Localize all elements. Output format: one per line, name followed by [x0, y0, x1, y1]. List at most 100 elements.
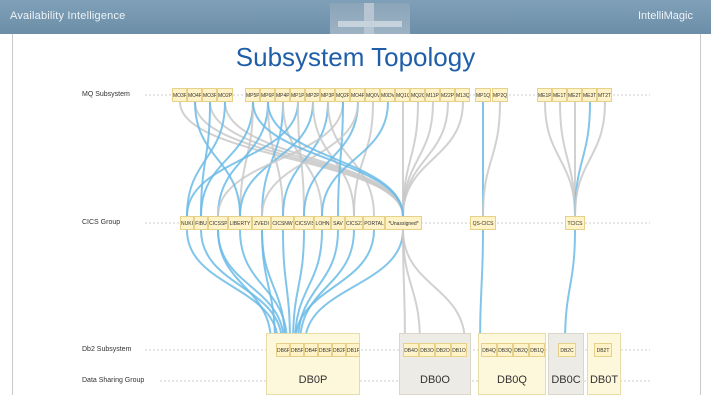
dsg-label: DB0Q [497, 374, 527, 386]
mq-node[interactable]: MP1P [290, 88, 305, 102]
mq-node[interactable]: M22P [440, 88, 455, 102]
topology-link [299, 229, 355, 344]
row-label-db2: Db2 Subsystem [82, 346, 132, 353]
topology-link [304, 229, 404, 344]
cics-node[interactable]: CICSSP [208, 216, 228, 230]
mq-node[interactable]: M0DV [380, 88, 395, 102]
db2-node[interactable]: DB2C [558, 343, 576, 357]
topology-link [261, 101, 359, 217]
cics-node[interactable]: LOHN [314, 216, 331, 230]
topology-link [303, 101, 359, 217]
topology-link [217, 229, 272, 344]
dsg-label: DB0C [551, 374, 581, 386]
db2-node[interactable]: DB1P [346, 343, 360, 357]
topology-link [402, 101, 464, 217]
db2-node[interactable]: DB4Q [481, 343, 497, 357]
mq-node[interactable]: MP2Q [492, 88, 508, 102]
topology-link [353, 101, 374, 217]
topology-link [282, 101, 323, 217]
mq-node[interactable]: M11P [425, 88, 440, 102]
db2-node[interactable]: DB5P [290, 343, 304, 357]
mq-node[interactable]: MO3P [172, 88, 187, 102]
mq-node[interactable]: MP4P [275, 88, 290, 102]
topology-link [200, 229, 283, 344]
row-label-cics: CICS Group [82, 219, 121, 226]
mq-node[interactable]: MQ2P [335, 88, 350, 102]
mq-node[interactable]: MP3P [320, 88, 335, 102]
topology-link [321, 101, 389, 217]
cics-node[interactable]: PORTAL [363, 216, 385, 230]
row-label-dsg: Data Sharing Group [82, 377, 145, 384]
topology-link [217, 101, 344, 217]
cics-node[interactable]: CICSNW [271, 216, 294, 230]
mq-node[interactable]: MP6P [260, 88, 275, 102]
mq-node[interactable]: ME3T [582, 88, 597, 102]
topology-link [564, 229, 576, 344]
mq-node[interactable]: MP2P [305, 88, 320, 102]
topology-link [294, 229, 375, 344]
db2-node[interactable]: DB4O [403, 343, 419, 357]
topology-link [261, 101, 284, 217]
topology-link [559, 101, 576, 217]
cics-node[interactable]: NUKI [180, 216, 194, 230]
db2-node[interactable]: DB3O [419, 343, 435, 357]
cics-node[interactable]: LIBERTY [228, 216, 252, 230]
topology-link [297, 229, 339, 344]
mq-node[interactable]: MP5P [245, 88, 260, 102]
topology-link [574, 101, 606, 217]
mq-node[interactable]: ME2T [567, 88, 582, 102]
db2-node[interactable]: DB3Q [497, 343, 513, 357]
mq-node[interactable]: ME1P [537, 88, 552, 102]
mq-node[interactable]: MP1Q [475, 88, 491, 102]
topology-link [200, 101, 211, 217]
header-bar: Availability Intelligence IntelliMagic [0, 0, 711, 34]
cics-node[interactable]: *Unassigned* [385, 216, 422, 230]
db2-node[interactable]: DB1O [451, 343, 467, 357]
page-title: Subsystem Topology [235, 42, 476, 72]
topology-link [239, 101, 314, 217]
mq-node[interactable]: MQ0V [365, 88, 380, 102]
db2-node[interactable]: DB2T [594, 343, 612, 357]
topology-link [402, 229, 421, 344]
topology-link [402, 229, 466, 344]
db2-node[interactable]: DB6P [276, 343, 290, 357]
cics-node[interactable]: ZVEDI [252, 216, 271, 230]
content-frame [12, 34, 701, 395]
mq-node[interactable]: MO3P [202, 88, 217, 102]
cics-node[interactable]: CICSVIS [294, 216, 314, 230]
mq-node[interactable]: MO4P [187, 88, 202, 102]
topology-link [194, 101, 241, 217]
mq-node[interactable]: M13Q [455, 88, 470, 102]
cics-node[interactable]: QS-CICS [470, 216, 496, 230]
topology-link [292, 229, 305, 344]
cics-node[interactable]: SAV [331, 216, 345, 230]
topology-link [200, 101, 254, 217]
cics-node[interactable]: CICS21 [345, 216, 363, 230]
mq-node[interactable]: MO2P [217, 88, 233, 102]
topology-link [482, 101, 501, 217]
db2-node[interactable]: DB2O [435, 343, 451, 357]
topology-link [479, 229, 484, 344]
db2-node[interactable]: DB3P [318, 343, 332, 357]
topology-link [179, 101, 404, 217]
topology-link [337, 101, 344, 217]
dsg-label: DB0P [298, 374, 328, 386]
mq-node[interactable]: MQ2Q [410, 88, 425, 102]
cics-node[interactable]: TCICS [565, 216, 585, 230]
db2-node[interactable]: DB4P [304, 343, 318, 357]
db2-node[interactable]: DB2Q [513, 343, 529, 357]
cics-node[interactable]: FIBU [194, 216, 208, 230]
brand-logo: IntelliMagic [637, 10, 693, 22]
mq-node[interactable]: MQ1Q [395, 88, 410, 102]
db2-node[interactable]: DB1Q [529, 343, 545, 357]
topology-link [267, 101, 404, 217]
mq-node[interactable]: MT2T [597, 88, 612, 102]
topology-link [282, 101, 329, 217]
topology-link [327, 101, 375, 217]
header-image [330, 3, 410, 34]
mq-node[interactable]: ME1T [552, 88, 567, 102]
db2-node[interactable]: DB2P [332, 343, 346, 357]
mq-node[interactable]: MO4P [350, 88, 365, 102]
dsg-label: DB0T [589, 374, 619, 386]
